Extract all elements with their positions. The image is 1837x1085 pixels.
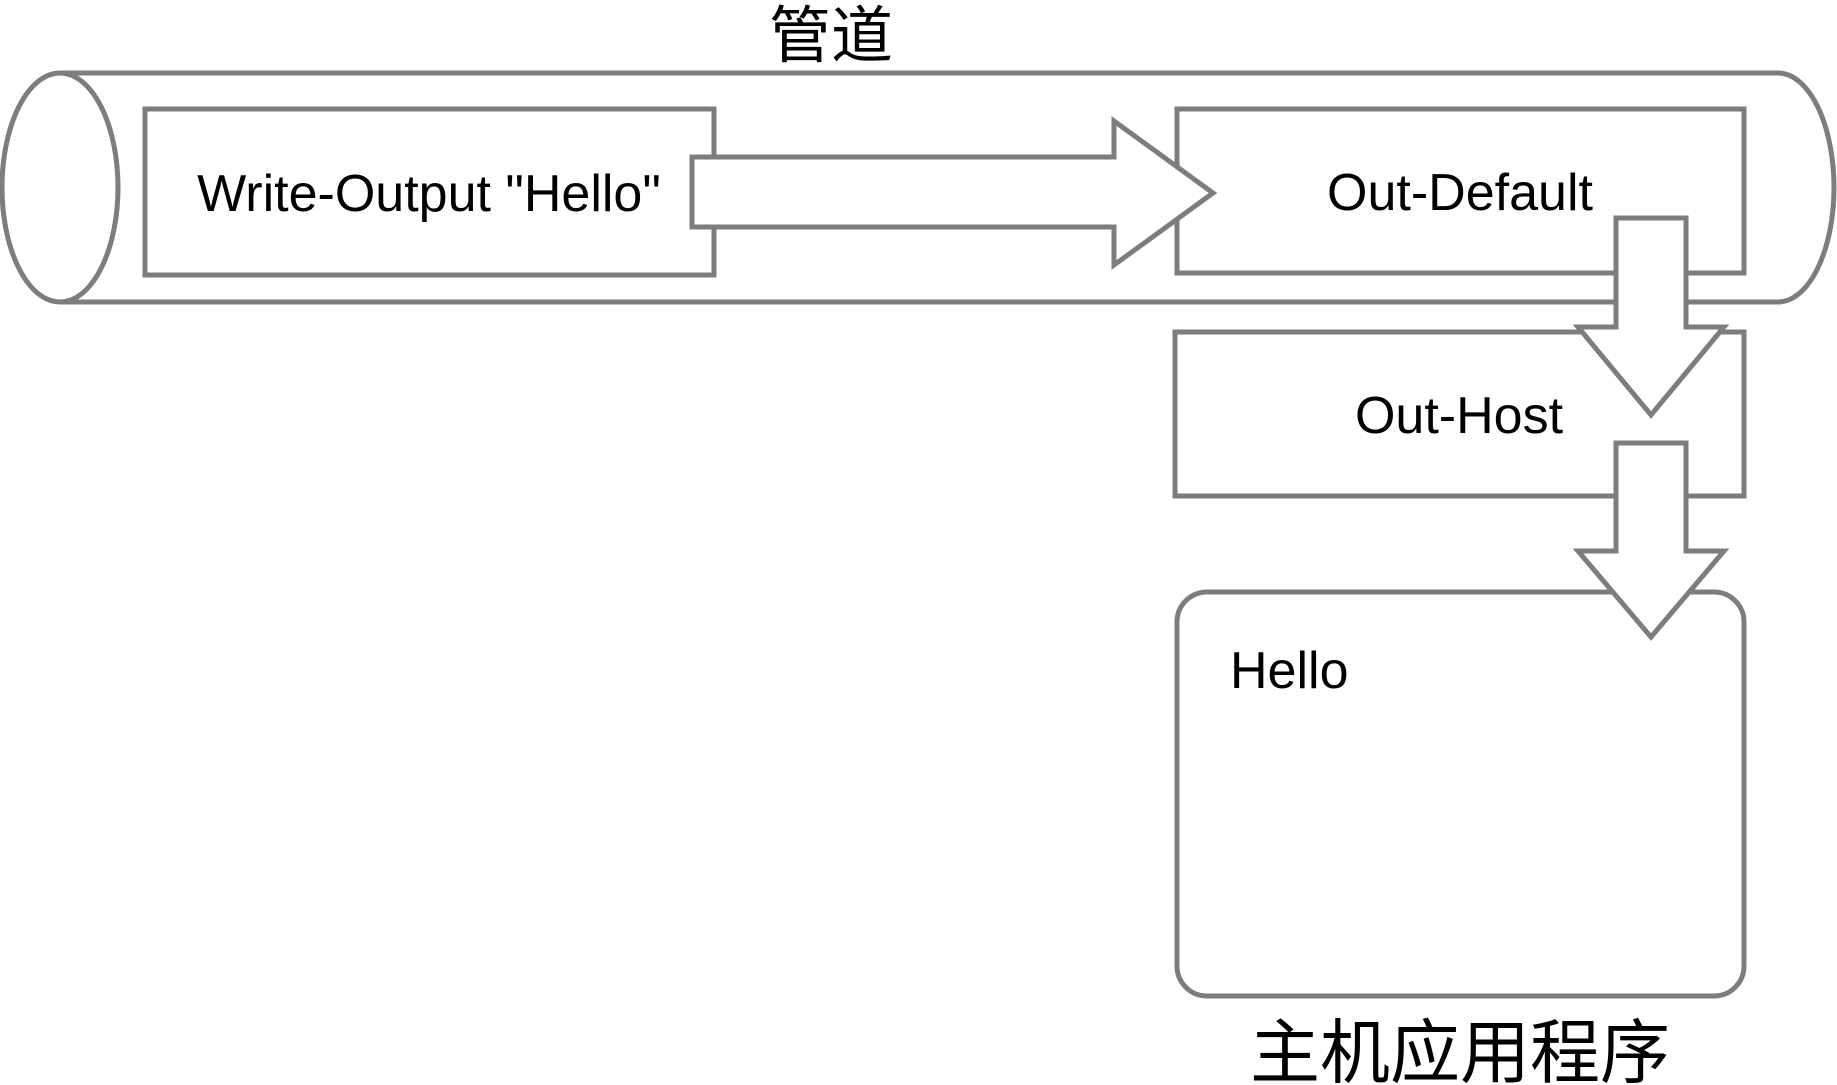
down-arrow-1-icon bbox=[1572, 215, 1730, 419]
out-default-label: Out-Default bbox=[1327, 164, 1593, 222]
down-arrow-2-icon bbox=[1572, 440, 1730, 641]
write-output-label: Write-Output "Hello" bbox=[197, 165, 661, 223]
write-output-box bbox=[142, 106, 717, 278]
out-host-label: Out-Host bbox=[1355, 387, 1564, 445]
host-app-caption: 主机应用程序 bbox=[1250, 1014, 1670, 1085]
diagram-title: 管道 bbox=[769, 2, 893, 71]
host-output-text: Hello bbox=[1230, 642, 1349, 700]
host-output-box bbox=[1174, 589, 1747, 999]
pipeline-cylinder-left-cap bbox=[0, 70, 121, 305]
right-arrow-icon bbox=[689, 116, 1218, 270]
